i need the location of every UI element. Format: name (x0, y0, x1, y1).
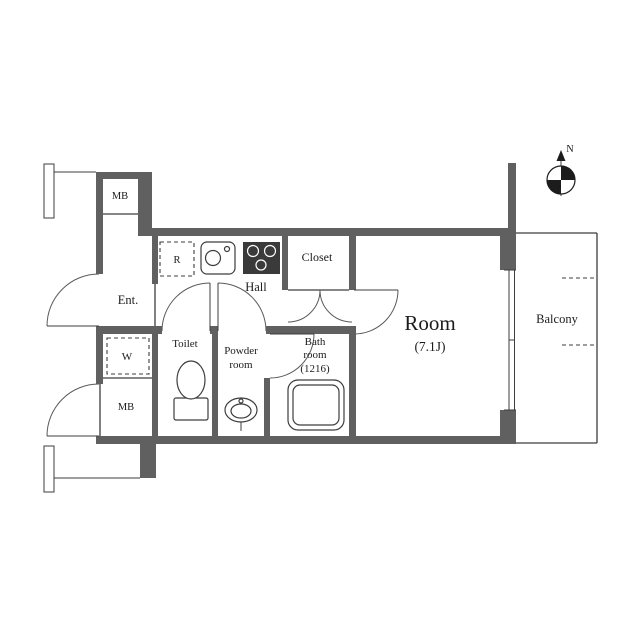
wall-mid-seg2 (266, 326, 356, 334)
wall-mid-stub (210, 326, 218, 334)
north-label: N (566, 144, 573, 155)
label-bath-1: Bath (305, 336, 326, 348)
thin-lines (43, 163, 598, 493)
powder-door-arc (217, 282, 267, 332)
stove-unit (243, 242, 280, 274)
label-closet: Closet (302, 250, 333, 264)
wall-toilet-powder (212, 334, 218, 436)
stove-body (243, 242, 280, 274)
compass-quadrant-sw (547, 180, 561, 194)
label-room-size: (7.1J) (414, 339, 445, 354)
sliding-window (504, 269, 516, 411)
basin-faucet-icon (238, 398, 244, 404)
wall-hall-room-lower (349, 334, 356, 436)
burner-icon-2 (263, 244, 277, 258)
bathtub-inner (292, 384, 340, 426)
wall-top-main (152, 228, 516, 236)
sink-bowl-icon (204, 249, 222, 267)
washer-box (106, 337, 150, 375)
label-room: Room (404, 311, 455, 335)
fixtures (106, 241, 345, 431)
label-powder-2: room (229, 359, 253, 371)
closet-door-arc-left (287, 289, 321, 323)
room-door-arc (353, 289, 399, 335)
toilet-door-arc (161, 282, 211, 332)
bath-door-arc (269, 333, 315, 379)
burner-icon-3 (255, 259, 267, 271)
wall-mid-seg1 (96, 326, 162, 334)
wall-mb-right-block (138, 179, 152, 236)
label-bath-2: room (303, 349, 327, 361)
toilet-fixture (173, 360, 209, 421)
wall-powder-bath (264, 378, 270, 436)
label-entrance: Ent. (118, 293, 138, 307)
label-toilet: Toilet (172, 338, 198, 350)
toilet-bowl (176, 360, 206, 400)
mb-bottom-door-arc (46, 383, 100, 437)
label-refrigerator: R (173, 255, 180, 266)
label-hall: Hall (245, 280, 267, 294)
room-labels: MB Ent. R Hall Closet W Toilet Powder ro… (112, 191, 579, 413)
basin-inner (230, 403, 252, 419)
wall-bottom-left-stub (140, 444, 156, 478)
wall-mb-top (96, 172, 152, 179)
toilet-tank (173, 397, 209, 421)
label-mb-bottom: MB (118, 402, 134, 413)
kitchen-sink-unit (200, 241, 236, 275)
wall-hall-room-upper (349, 236, 356, 290)
closet-door-arc-right (319, 289, 353, 323)
bathtub-outer (287, 379, 345, 431)
label-bath-3: (1216) (300, 363, 330, 375)
wall-top-right-bar (508, 163, 516, 228)
entrance-door-arc (46, 273, 100, 327)
wall-col-left-lower (152, 330, 158, 436)
faucet-icon (223, 245, 231, 253)
wall-closet-left (282, 236, 288, 290)
wall-left-mid (96, 326, 103, 384)
wall-room-right-lower (500, 410, 516, 436)
label-washer: W (122, 351, 133, 363)
label-mb-top: MB (112, 191, 128, 202)
wall-room-right-upper (500, 236, 516, 270)
bathtub (287, 379, 345, 431)
walls (96, 163, 516, 478)
wall-bottom-main (96, 436, 516, 444)
compass-quadrant-ne (561, 166, 575, 180)
washbasin (224, 397, 258, 431)
label-powder-1: Powder (224, 345, 258, 357)
burner-icon-1 (246, 244, 260, 258)
label-balcony: Balcony (536, 312, 578, 326)
compass-icon: N (546, 144, 576, 196)
sink-counter (200, 241, 236, 275)
wall-left-upper (96, 172, 103, 274)
wall-ent-hall-stub (152, 236, 158, 284)
corridor-pillar-top (43, 163, 55, 219)
refrigerator-box (159, 241, 195, 277)
north-arrow-head-icon (556, 150, 566, 161)
doors (46, 273, 399, 437)
corridor-pillar-bottom (43, 445, 55, 493)
